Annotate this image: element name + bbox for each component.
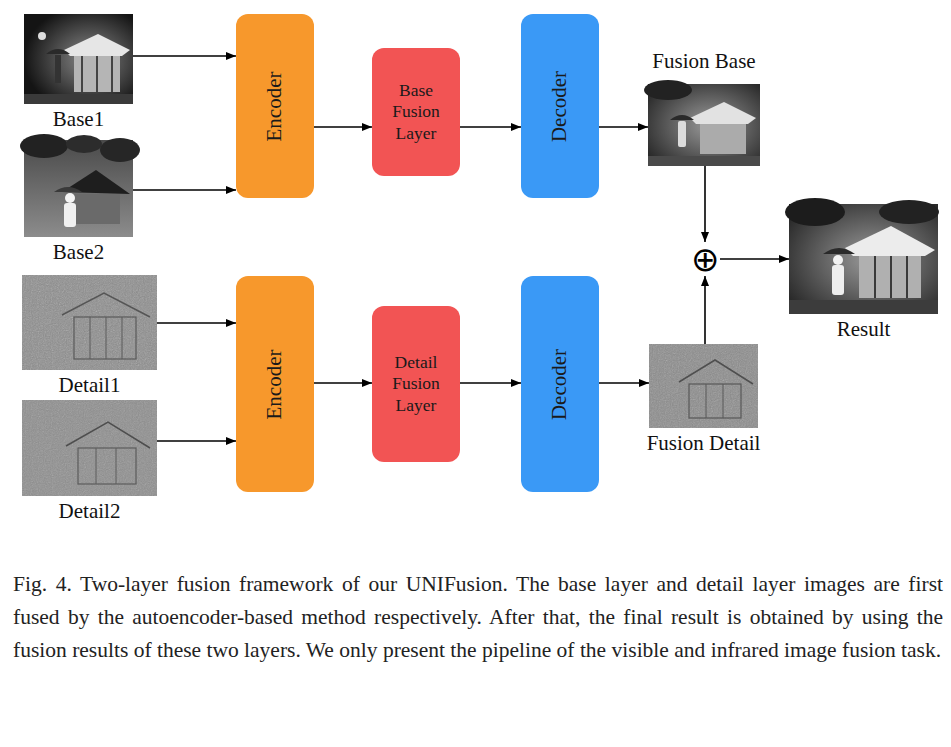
sum-symbol: ⊕ bbox=[691, 242, 720, 276]
flow-arrow bbox=[314, 126, 372, 128]
flow-arrow bbox=[314, 382, 372, 384]
flow-arrow bbox=[720, 258, 789, 260]
image-node: Fusion Detail bbox=[649, 344, 758, 428]
image-node: Fusion Base bbox=[648, 84, 760, 166]
image-node: Base1 bbox=[24, 14, 133, 104]
image-label: Base1 bbox=[53, 107, 104, 132]
image-node: Detail2 bbox=[22, 400, 157, 496]
image-label: Detail1 bbox=[59, 373, 121, 398]
caption-text: Fig. 4. Two-layer fusion framework of ou… bbox=[13, 572, 943, 662]
image-label: Fusion Detail bbox=[647, 431, 761, 456]
decoder-block: Decoder bbox=[521, 14, 599, 198]
image-node: Detail1 bbox=[22, 275, 157, 370]
fusion-detail-image bbox=[649, 344, 758, 428]
encoder-block: Encoder bbox=[236, 14, 314, 198]
sum-sign: ⊕ bbox=[691, 242, 720, 276]
flow-arrow bbox=[599, 382, 649, 384]
image-label: Base2 bbox=[53, 240, 104, 265]
detail2-image bbox=[22, 400, 157, 496]
fusion-base-image bbox=[644, 80, 760, 166]
flow-arrow bbox=[460, 126, 521, 128]
flow-arrow bbox=[704, 276, 706, 344]
flow-arrow bbox=[704, 166, 706, 242]
fusion-layer: Base Fusion Layer bbox=[372, 48, 460, 176]
flow-arrow bbox=[460, 382, 521, 384]
image-node: Result bbox=[789, 204, 938, 314]
base1-image bbox=[24, 14, 133, 104]
image-node: Base2 bbox=[24, 140, 133, 237]
detail1-image bbox=[22, 275, 157, 370]
flow-arrow bbox=[157, 322, 236, 324]
encoder-block: Encoder bbox=[236, 276, 314, 492]
image-label: Result bbox=[837, 317, 891, 342]
fusion-layer: Detail Fusion Layer bbox=[372, 306, 460, 462]
block-label: Decoder bbox=[548, 70, 573, 141]
flow-arrow bbox=[133, 189, 236, 191]
image-label: Fusion Base bbox=[652, 49, 755, 74]
figure-caption: Fig. 4. Two-layer fusion framework of ou… bbox=[13, 568, 943, 667]
base2-image bbox=[20, 134, 140, 237]
image-label: Detail2 bbox=[59, 499, 121, 524]
block-label: Decoder bbox=[548, 348, 573, 419]
block-label: Encoder bbox=[263, 349, 288, 419]
flow-arrow bbox=[157, 440, 236, 442]
flow-arrow bbox=[599, 126, 648, 128]
block-label: Base Fusion Layer bbox=[382, 80, 450, 144]
flow-arrow bbox=[133, 55, 236, 57]
block-label: Encoder bbox=[263, 71, 288, 141]
decoder-block: Decoder bbox=[521, 276, 599, 492]
block-label: Detail Fusion Layer bbox=[382, 352, 450, 416]
result-image bbox=[785, 198, 939, 314]
